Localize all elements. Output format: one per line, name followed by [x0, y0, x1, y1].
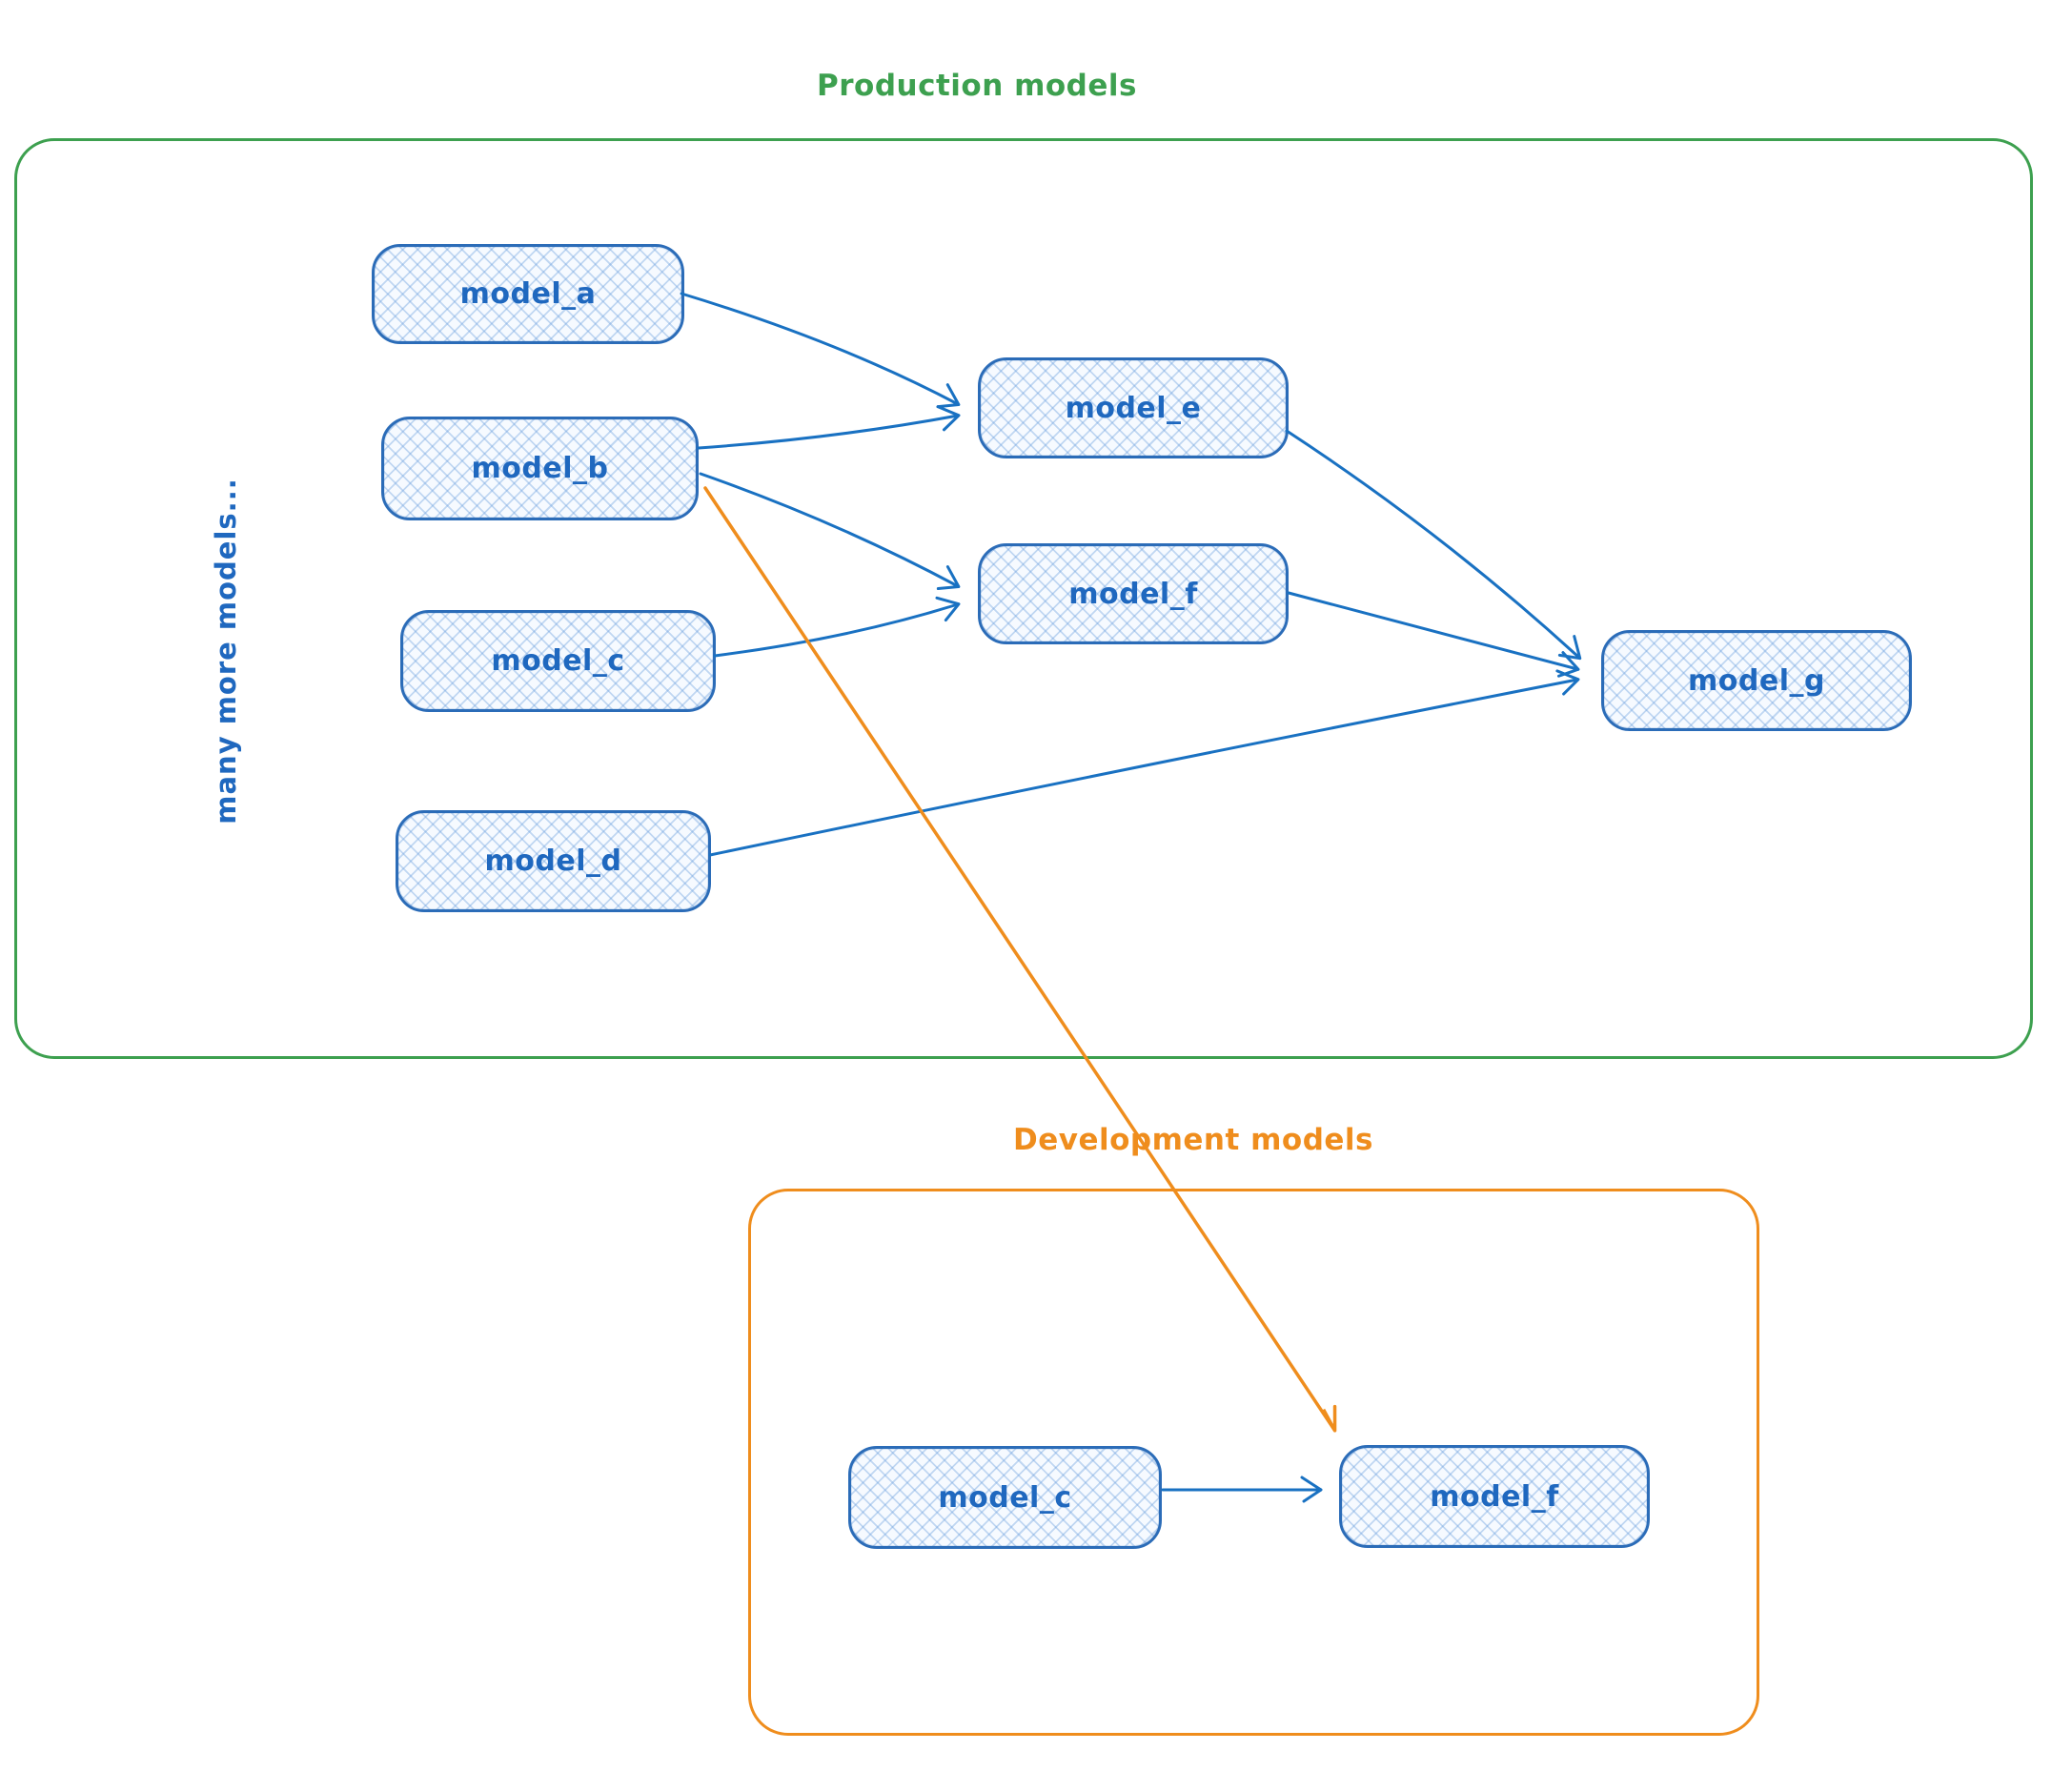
node-model-c: model_c: [400, 610, 716, 712]
node-model-a-label: model_a: [459, 277, 597, 311]
node-model-b: model_b: [381, 417, 699, 520]
node-model-b-label: model_b: [471, 452, 609, 485]
node-dev-model-c: model_c: [848, 1446, 1162, 1549]
node-model-e: model_e: [978, 357, 1289, 458]
node-model-g-label: model_g: [1688, 663, 1825, 698]
production-group-title: Production models: [817, 69, 1137, 103]
node-model-d: model_d: [396, 810, 711, 912]
node-model-f-label: model_f: [1068, 577, 1198, 611]
node-model-e-label: model_e: [1065, 391, 1202, 425]
node-model-f: model_f: [978, 543, 1289, 644]
node-model-g: model_g: [1601, 630, 1912, 731]
node-model-a: model_a: [372, 244, 684, 344]
development-group-title: Development models: [1012, 1123, 1374, 1157]
node-model-c-label: model_c: [491, 644, 625, 678]
node-dev-model-f-label: model_f: [1430, 1479, 1559, 1514]
node-dev-model-f: model_f: [1339, 1445, 1650, 1548]
many-more-models-label: many more models...: [210, 478, 242, 824]
node-dev-model-c-label: model_c: [938, 1480, 1072, 1515]
node-model-d-label: model_d: [484, 845, 622, 878]
